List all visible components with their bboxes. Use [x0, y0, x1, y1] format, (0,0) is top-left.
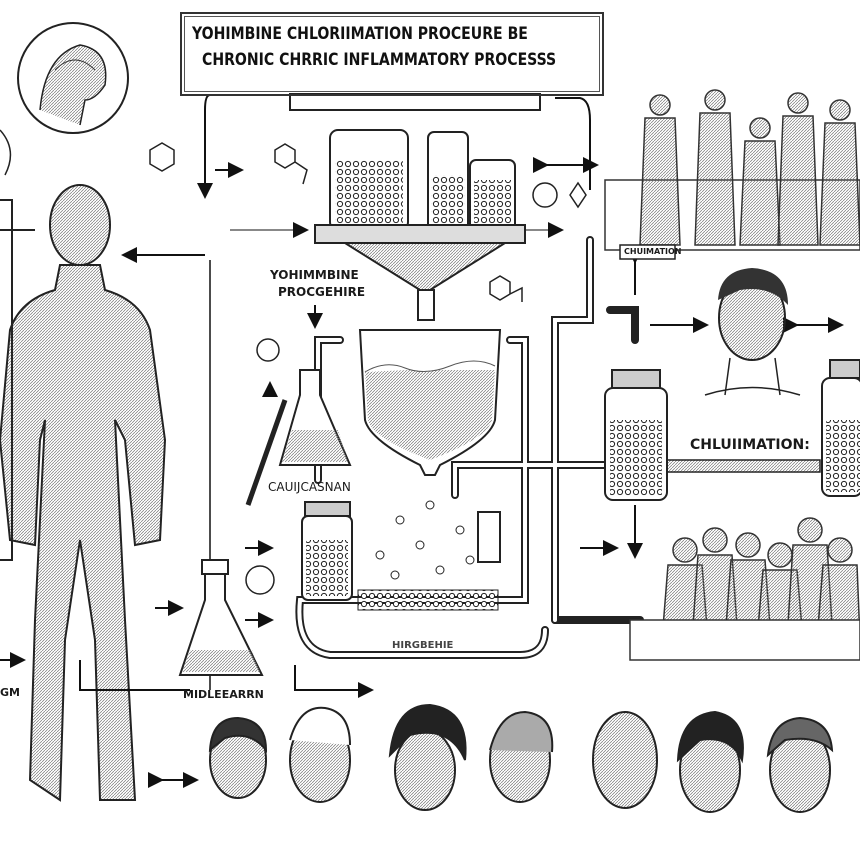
face-2 — [289, 706, 351, 803]
face-5 — [592, 711, 658, 809]
syringe — [245, 399, 288, 506]
label-middlearn: MIDLEEARRN — [183, 688, 264, 701]
pellet-jar-right-1 — [604, 369, 668, 501]
seated-group-bottom — [629, 517, 860, 661]
label-procedure: PROCGEHIRE — [278, 285, 366, 299]
label-chluimation: CHLUIIMATION: — [690, 437, 810, 453]
title-line-1: YOHIMBINE CHLORIIMATION PROCEURE BE — [192, 24, 528, 44]
granule-tray — [357, 500, 499, 611]
conical-flask-large — [178, 559, 264, 676]
pellet-jar-right-2 — [821, 359, 860, 497]
label-chuimation-small: CHUIMATION — [624, 247, 682, 256]
brain-medallion-icon — [17, 22, 129, 134]
title-box: YOHIMBINE CHLORIIMATION PROCEURE BE CHRO… — [180, 12, 604, 96]
face-1 — [208, 716, 268, 799]
top-vial-rack — [289, 93, 541, 321]
flow-arrows — [79, 94, 844, 788]
title-line-2: CHRONIC CHRRIC INFLAMMATORY PROCESSS — [202, 50, 557, 70]
label-caulicasnan: CAUIJCASNAN — [268, 480, 351, 494]
label-yohimbine: YOHIMMBINE — [270, 268, 359, 282]
face-7 — [766, 716, 834, 813]
pellet-jar-left — [301, 501, 353, 601]
face-4 — [489, 710, 554, 803]
mixing-beaker — [358, 329, 502, 476]
standing-man-figure — [0, 184, 167, 802]
young-man-portrait — [704, 268, 801, 396]
face-6 — [676, 710, 744, 813]
faces-row — [208, 703, 834, 813]
small-symbol-icons — [245, 181, 587, 595]
molecule-structures — [149, 142, 523, 302]
seated-group-top — [604, 89, 860, 251]
conical-flask-small — [278, 369, 352, 466]
label-hirgbehie: HIRGBEHIE — [392, 640, 454, 651]
label-left-edge: GM — [0, 686, 20, 699]
face-3 — [388, 703, 467, 811]
